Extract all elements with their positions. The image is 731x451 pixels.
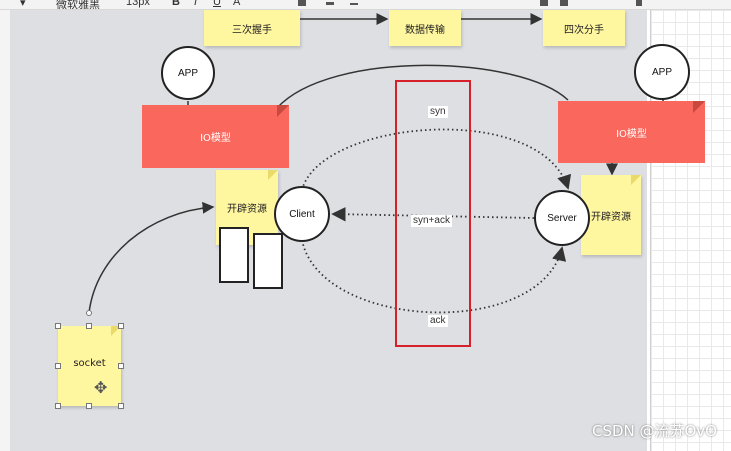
move-cursor-icon: ✥ — [94, 378, 108, 397]
buffer-rect-2[interactable] — [253, 233, 283, 289]
selection-handle-mr[interactable] — [118, 363, 124, 369]
font-size-select[interactable]: 13px — [126, 0, 150, 8]
sticky-label: 开辟资源 — [591, 211, 631, 223]
server-io-model-box[interactable]: IO模型 — [558, 101, 705, 163]
server-node[interactable]: Server — [534, 190, 590, 246]
buffer-rect-1[interactable] — [219, 227, 249, 283]
selection-handle-bm[interactable] — [86, 403, 92, 409]
server-resource-sticky[interactable]: 开辟资源 — [581, 175, 641, 255]
synack-line[interactable] — [331, 207, 535, 222]
arrange-icon[interactable] — [540, 0, 548, 6]
selection-handle-ml[interactable] — [55, 363, 61, 369]
socket-sticky[interactable]: socket — [58, 326, 121, 406]
server-app-node[interactable]: APP — [634, 44, 690, 100]
ack-label: ack — [428, 315, 448, 327]
node-label: Client — [289, 208, 315, 220]
selection-handle-tl[interactable] — [55, 323, 61, 329]
line-color-icon[interactable] — [326, 2, 334, 5]
sticky-label: socket — [73, 357, 106, 369]
group-icon[interactable] — [560, 0, 568, 6]
node-label: Server — [547, 212, 577, 224]
italic-icon[interactable]: I — [194, 0, 198, 8]
font-family-select[interactable]: 微软雅黑 — [56, 0, 100, 10]
sticky-four-way-wave[interactable]: 四次分手 — [543, 10, 625, 46]
selection-handle-tr[interactable] — [118, 323, 124, 329]
toolbar: ▾ 微软雅黑 13px B I U A — [0, 0, 731, 10]
node-label: APP — [651, 66, 672, 78]
selection-handle-bl[interactable] — [55, 403, 61, 409]
client-io-model-box[interactable]: IO模型 — [142, 105, 289, 168]
ack-curve[interactable] — [301, 239, 567, 314]
sticky-data-transfer[interactable]: 数据传输 — [389, 10, 461, 46]
sticky-label: 四次分手 — [564, 24, 604, 36]
bold-icon[interactable]: B — [172, 0, 180, 8]
highlight-rectangle[interactable] — [395, 80, 471, 347]
font-color-icon[interactable]: A — [233, 0, 241, 8]
rotate-handle[interactable] — [86, 310, 92, 316]
watermark: CSDN @流苏OvO — [591, 422, 717, 440]
line-style-icon[interactable] — [350, 3, 358, 5]
underline-icon[interactable]: U — [213, 0, 221, 8]
toolbar-arrow[interactable]: ▾ — [20, 0, 26, 9]
sticky-three-way-handshake[interactable]: 三次握手 — [204, 10, 300, 46]
client-node[interactable]: Client — [274, 186, 330, 242]
link-icon[interactable] — [636, 0, 642, 6]
client-app-node[interactable]: APP — [161, 46, 215, 100]
sticky-label: 数据传输 — [405, 24, 445, 36]
syn-label: syn — [428, 106, 448, 118]
app-link-curve[interactable] — [276, 64, 569, 109]
box-label: IO模型 — [200, 133, 231, 144]
socket-to-resource-curve[interactable] — [88, 201, 215, 314]
node-label: APP — [177, 67, 198, 79]
selection-handle-br[interactable] — [118, 403, 124, 409]
synack-label: syn+ack — [411, 215, 452, 227]
fill-icon[interactable] — [298, 0, 306, 6]
sticky-label: 三次握手 — [232, 24, 272, 36]
sticky-label: 开辟资源 — [227, 204, 267, 215]
selection-handle-tm[interactable] — [86, 323, 92, 329]
box-label: IO模型 — [616, 128, 647, 140]
